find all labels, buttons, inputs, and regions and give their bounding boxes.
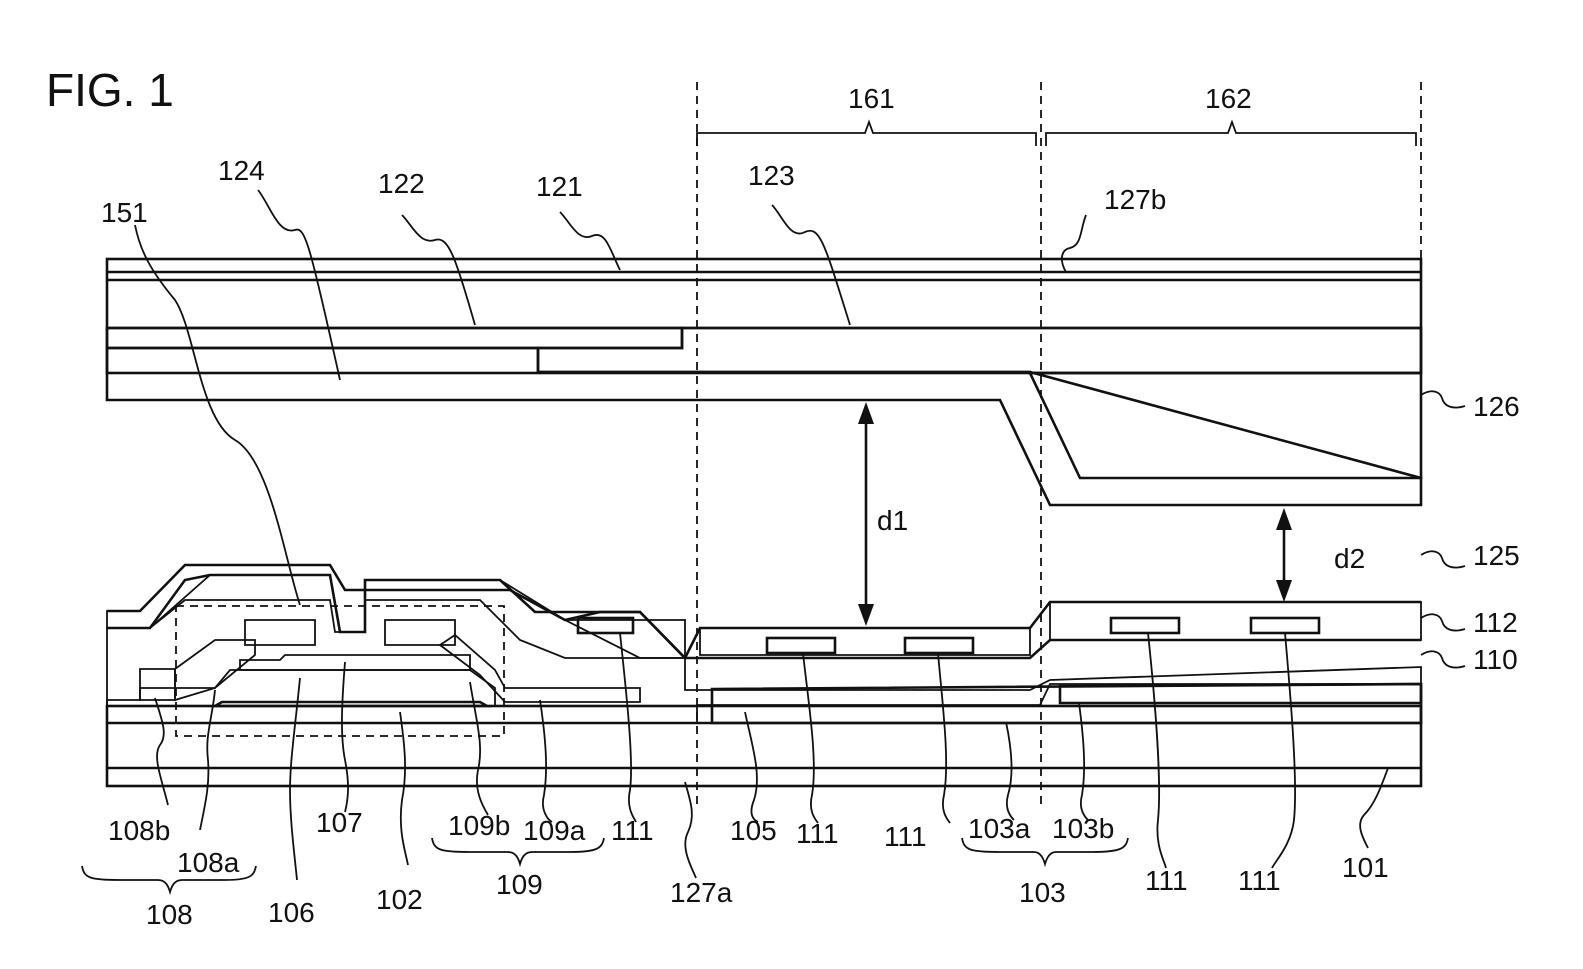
label-111-d: 111	[1145, 865, 1188, 896]
brace-161	[697, 122, 1036, 146]
label-107: 107	[316, 807, 363, 838]
label-123: 123	[748, 160, 795, 191]
label-101: 101	[1342, 852, 1389, 883]
region-label-162: 162	[1205, 83, 1252, 114]
layer-112-cell2	[1050, 602, 1421, 640]
brace-162	[1046, 122, 1416, 146]
label-111-a: 111	[611, 815, 654, 846]
label-103a: 103a	[968, 813, 1031, 844]
black-matrix-122	[107, 328, 682, 348]
label-124: 124	[218, 155, 265, 186]
figure-title: FIG. 1	[46, 64, 174, 116]
electrode-111-e	[1251, 618, 1319, 633]
label-108a: 108a	[177, 847, 240, 878]
label-122: 122	[378, 168, 425, 199]
label-111-c: 111	[884, 821, 927, 852]
label-103: 103	[1019, 877, 1066, 908]
reflective-103b	[1060, 684, 1421, 703]
label-112: 112	[1473, 607, 1518, 638]
channel-107	[240, 655, 470, 670]
label-109a: 109a	[523, 815, 586, 846]
label-102: 102	[376, 884, 423, 915]
leader-lines	[135, 190, 1465, 880]
gap-label-d1: d1	[877, 505, 908, 536]
label-108: 108	[146, 899, 193, 930]
label-111-b: 111	[796, 818, 839, 849]
insulator-110-outline	[107, 600, 1421, 723]
layer-112-cell1	[700, 628, 1030, 655]
label-103b: 103b	[1052, 813, 1114, 844]
label-121: 121	[536, 171, 583, 202]
region-label-161: 161	[848, 83, 895, 114]
gap-label-d2: d2	[1334, 543, 1365, 574]
label-109: 109	[496, 869, 543, 900]
lower-substrate-outline	[107, 706, 1421, 786]
gap-d1-arrow	[858, 402, 874, 626]
electrode-111-d	[1111, 618, 1179, 633]
upper-substrate-outline	[107, 259, 1421, 373]
label-125: 125	[1473, 540, 1520, 571]
label-106: 106	[268, 897, 315, 928]
label-111-e: 111	[1238, 865, 1281, 896]
electrode-111-b	[767, 638, 835, 653]
layer-112-surface	[107, 565, 1421, 658]
label-108b: 108b	[108, 815, 170, 846]
drain-109a	[440, 635, 640, 702]
color-filter-123	[538, 328, 1421, 373]
label-110: 110	[1473, 644, 1518, 675]
label-127a: 127a	[670, 877, 733, 908]
label-151: 151	[101, 197, 148, 228]
lower-substrate	[107, 706, 1421, 786]
label-109b: 109b	[448, 810, 510, 841]
label-126: 126	[1473, 391, 1520, 422]
electrode-111-c	[905, 638, 973, 653]
source-108b	[140, 669, 175, 700]
upper-substrate	[107, 259, 1421, 373]
label-105: 105	[730, 815, 777, 846]
gap-d2-arrow	[1276, 508, 1292, 602]
label-127b: 127b	[1104, 184, 1166, 215]
counter-electrode-124	[107, 348, 1421, 505]
